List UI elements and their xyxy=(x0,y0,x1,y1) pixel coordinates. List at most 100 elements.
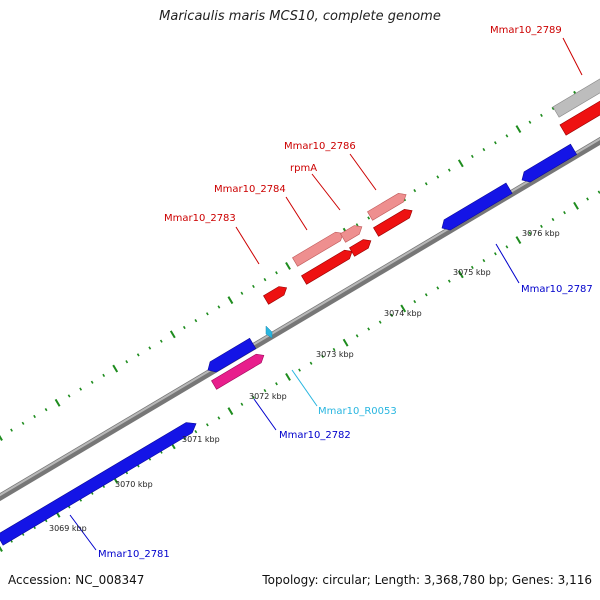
leader-mmar10-2783 xyxy=(235,226,260,265)
minor-tick xyxy=(540,224,543,228)
leader-mmar10-2781 xyxy=(69,514,97,551)
minor-tick xyxy=(470,154,474,159)
gene-mmar10-2784-upper[interactable] xyxy=(292,229,345,267)
minor-tick xyxy=(252,284,255,289)
gene-rpma[interactable] xyxy=(349,236,373,257)
minor-tick xyxy=(482,147,486,152)
gene-mmar10-2782[interactable] xyxy=(205,337,257,375)
gene-mmar10-2786[interactable] xyxy=(373,206,414,237)
minor-tick xyxy=(205,423,209,427)
major-tick xyxy=(54,398,61,407)
minor-tick xyxy=(44,408,48,412)
minor-tick xyxy=(378,320,382,324)
minor-tick xyxy=(275,382,278,386)
label-mmar10-2787[interactable]: Mmar10_2787 xyxy=(521,284,593,295)
minor-tick xyxy=(551,106,555,111)
minor-tick xyxy=(194,319,198,323)
label-rpma[interactable]: rpmA xyxy=(290,163,317,174)
minor-tick xyxy=(424,182,428,186)
minor-tick xyxy=(413,300,417,304)
minor-tick xyxy=(367,327,371,331)
minor-tick xyxy=(67,394,71,398)
major-tick xyxy=(285,372,291,381)
gene-mmar10-2786-upper[interactable] xyxy=(367,190,408,221)
minor-tick xyxy=(332,347,336,352)
scale-label-3069: 3069 kbp xyxy=(49,524,87,533)
gene-mmar10-2783[interactable] xyxy=(263,283,289,305)
minor-tick xyxy=(355,334,359,338)
label-mmar10-2783[interactable]: Mmar10_2783 xyxy=(164,213,236,224)
label-mmar10-2786[interactable]: Mmar10_2786 xyxy=(284,141,356,152)
minor-tick xyxy=(10,428,13,432)
genome-summary-text: Topology: circular; Length: 3,368,780 bp… xyxy=(262,573,592,587)
leader-mmar10-2784 xyxy=(285,196,308,231)
minor-tick xyxy=(136,353,140,357)
minor-tick xyxy=(240,291,244,295)
minor-tick xyxy=(470,265,474,270)
minor-tick xyxy=(436,286,440,290)
minor-tick xyxy=(33,414,36,419)
map-title: Maricaulis maris MCS10, complete genome xyxy=(159,9,441,24)
major-tick xyxy=(573,201,579,210)
label-mmar10-2782[interactable]: Mmar10_2782 xyxy=(279,430,351,441)
minor-tick xyxy=(493,141,497,145)
minor-tick xyxy=(263,277,267,282)
minor-tick xyxy=(309,361,313,365)
scale-label-3075: 3075 kbp xyxy=(453,268,491,277)
minor-tick xyxy=(447,279,451,283)
major-tick xyxy=(400,304,407,313)
gene-mmar10-2787[interactable] xyxy=(439,182,513,233)
scale-label-3073: 3073 kbp xyxy=(316,350,354,359)
minor-tick xyxy=(263,388,267,393)
gene-mmar10-2789-upper[interactable] xyxy=(552,78,600,118)
leader-mmar10-r0053 xyxy=(291,369,318,407)
gene-mmar10-2784[interactable] xyxy=(301,247,354,285)
minor-tick xyxy=(298,368,301,372)
minor-tick xyxy=(194,430,198,434)
minor-tick xyxy=(436,175,440,179)
gene-mmar10-2781[interactable] xyxy=(0,418,199,546)
tick-marks xyxy=(0,79,600,552)
minor-tick xyxy=(159,339,163,343)
minor-tick xyxy=(563,211,566,215)
major-tick xyxy=(0,435,3,441)
minor-tick xyxy=(528,231,532,235)
major-tick xyxy=(169,330,176,339)
scale-label-3074: 3074 kbp xyxy=(384,309,422,318)
major-tick xyxy=(112,364,119,373)
label-mmar10-2784[interactable]: Mmar10_2784 xyxy=(214,184,286,195)
minor-tick xyxy=(182,325,186,330)
major-tick xyxy=(342,338,349,347)
label-leader-lines xyxy=(69,37,583,551)
minor-tick xyxy=(540,113,543,117)
major-tick xyxy=(515,125,522,134)
gene-mmar10-r0053[interactable] xyxy=(265,325,273,339)
leader-mmar10-2782 xyxy=(253,398,277,431)
minor-tick xyxy=(505,245,509,249)
label-mmar10-2789[interactable]: Mmar10_2789 xyxy=(490,25,562,36)
minor-tick xyxy=(252,395,255,400)
minor-tick xyxy=(367,216,371,220)
gene-mmar10-2788[interactable] xyxy=(519,143,578,185)
scale-label-3076: 3076 kbp xyxy=(522,229,560,238)
minor-tick xyxy=(79,387,83,391)
gene-rrna-mmar10-2782-region[interactable] xyxy=(211,351,266,390)
minor-tick xyxy=(447,168,451,172)
minor-tick xyxy=(505,134,509,138)
minor-tick xyxy=(205,312,209,316)
leader-mmar10-2786 xyxy=(349,153,377,191)
label-mmar10-2781[interactable]: Mmar10_2781 xyxy=(98,549,170,560)
major-tick xyxy=(457,159,464,168)
minor-tick xyxy=(102,373,106,378)
gene-rpma-upper[interactable] xyxy=(340,222,364,243)
major-tick xyxy=(285,261,291,270)
label-mmar10-r0053[interactable]: Mmar10_R0053 xyxy=(318,406,397,417)
minor-tick xyxy=(424,293,428,297)
minor-tick xyxy=(125,360,129,364)
scale-label-3071: 3071 kbp xyxy=(182,435,220,444)
gene-mmar10-2789[interactable] xyxy=(559,98,600,136)
minor-tick xyxy=(528,120,532,124)
minor-tick xyxy=(21,421,25,425)
